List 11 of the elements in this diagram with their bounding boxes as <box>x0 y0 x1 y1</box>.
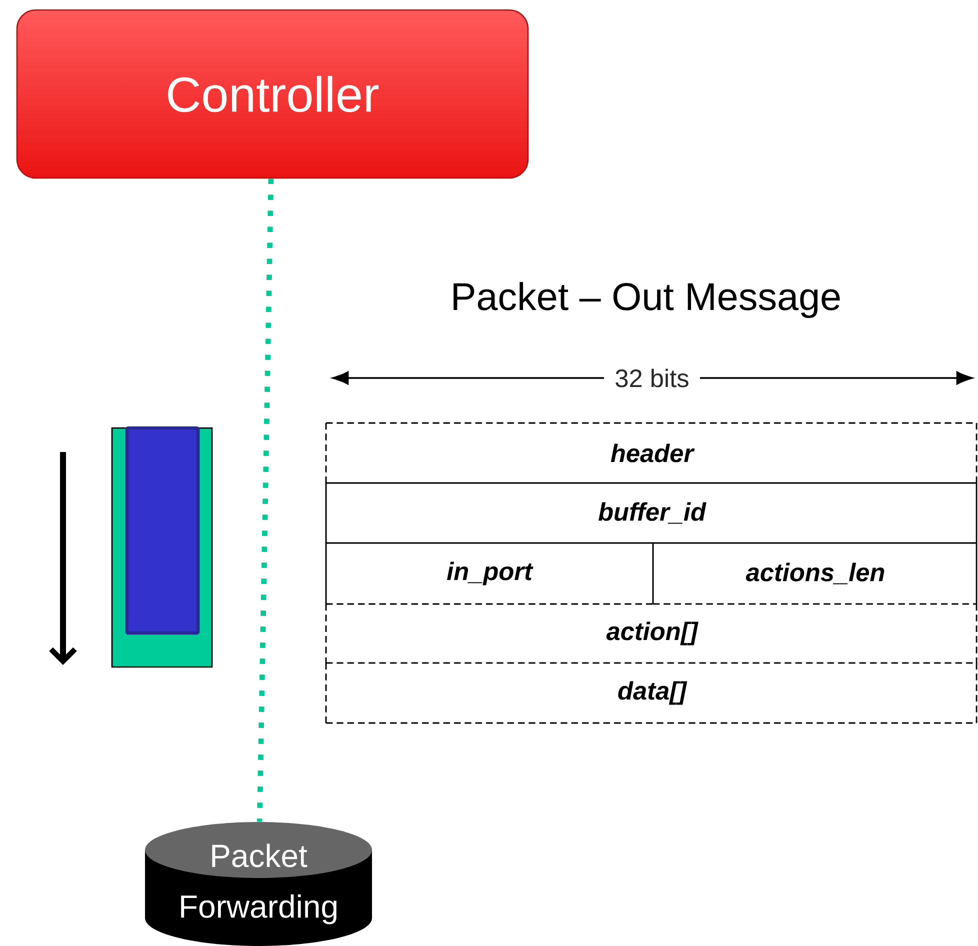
connector-line <box>256 178 274 822</box>
field-cell: in_port <box>325 543 654 605</box>
field-cell: action[] <box>325 604 978 664</box>
field-cell: data[] <box>325 663 978 724</box>
controller-box: Controller <box>16 9 529 179</box>
field-cell: actions_len <box>653 543 978 605</box>
title: Packet – Out Message <box>454 282 840 318</box>
field-cell: header <box>325 422 978 484</box>
field-cell: buffer_id <box>325 483 978 544</box>
dimension-label: 32 bits <box>604 364 700 392</box>
storage-cylinder: Packet Forwarding <box>145 822 372 946</box>
